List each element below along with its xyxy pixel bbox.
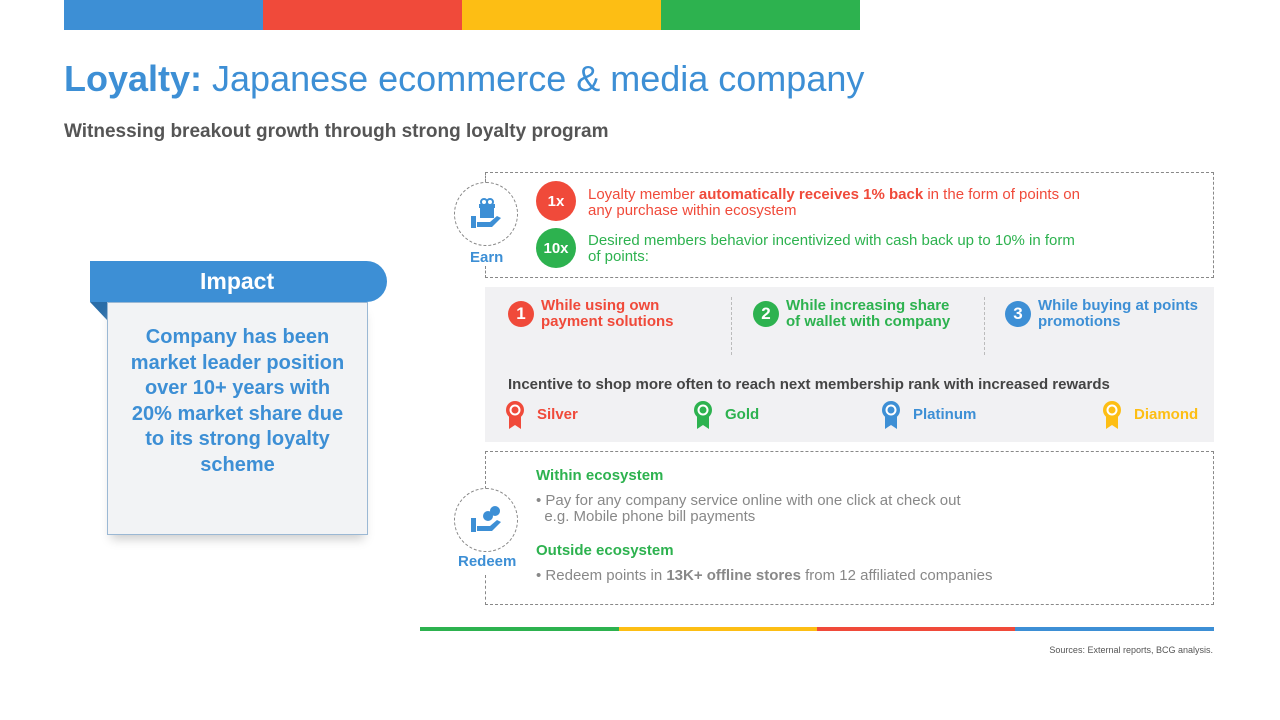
medal-icon (505, 400, 525, 435)
within-bullet: • Pay for any company service online wit… (536, 492, 961, 525)
earn-item-1-pre: Loyalty member (588, 186, 699, 203)
footer-bar-yellow (619, 627, 817, 631)
page-title: Loyalty: Japanese ecommerce & media comp… (64, 58, 864, 100)
color-bar-green (661, 0, 860, 30)
medal-icon (1102, 400, 1122, 435)
color-bar-blue (64, 0, 263, 30)
rank-gold: Gold (725, 406, 760, 423)
within-line-1: Pay for any company service online with … (545, 492, 961, 509)
incentive-text: Incentive to shop more often to reach ne… (508, 376, 1110, 393)
within-line-2: e.g. Mobile phone bill payments (544, 508, 756, 525)
rank-diamond: Diamond (1134, 406, 1199, 423)
earn-box (485, 172, 1214, 278)
redeem-label: Redeem (458, 553, 517, 570)
rank-platinum: Platinum (913, 406, 977, 423)
color-bar-red (263, 0, 462, 30)
sources-note: Sources: External reports, BCG analysis. (1049, 645, 1213, 655)
earn-item-1: Loyalty member automatically receives 1%… (588, 187, 1088, 219)
redeem-box (485, 451, 1214, 605)
coins-hand-icon (454, 488, 518, 552)
outside-heading: Outside ecosystem (536, 542, 674, 559)
badge-1x: 1x (536, 181, 576, 221)
footer-bar-red (817, 627, 1015, 631)
step-3-number: 3 (1005, 301, 1031, 327)
impact-fold (90, 302, 107, 320)
medal-icon (881, 400, 901, 435)
subtitle: Witnessing breakout growth through stron… (64, 121, 609, 142)
rank-silver: Silver (537, 406, 578, 423)
step-3-text: While buying at points promotions (1038, 297, 1198, 330)
earn-item-1-post: in the form of points on any purchase wi… (588, 186, 1080, 219)
title-rest: Japanese ecommerce & media company (202, 58, 865, 99)
footer-bar-green (420, 627, 619, 631)
footer-bar-blue (1015, 627, 1214, 631)
gift-hand-icon (454, 182, 518, 246)
earn-item-1-bold: automatically receives 1% back (698, 186, 924, 203)
step-1-text: While using own payment solutions (541, 297, 674, 330)
earn-item-2: Desired members behavior incentivized wi… (588, 232, 1075, 265)
outside-bold: 13K+ offline stores (666, 567, 801, 584)
step-1-number: 1 (508, 301, 534, 327)
steps-panel (485, 287, 1214, 442)
badge-10x: 10x (536, 228, 576, 268)
impact-heading: Impact (90, 261, 387, 302)
title-bold: Loyalty: (64, 58, 203, 99)
medal-icon (693, 400, 713, 435)
within-heading: Within ecosystem (536, 467, 664, 484)
color-bar-yellow (462, 0, 661, 30)
outside-pre: Redeem points in (545, 567, 667, 584)
outside-bullet: • Redeem points in 13K+ offline stores f… (536, 567, 993, 584)
step-2-number: 2 (753, 301, 779, 327)
earn-label: Earn (470, 249, 504, 266)
step-2-text: While increasing share of wallet with co… (786, 297, 951, 330)
outside-post: from 12 affiliated companies (800, 567, 993, 584)
impact-text: Company has been market leader position … (107, 302, 368, 535)
